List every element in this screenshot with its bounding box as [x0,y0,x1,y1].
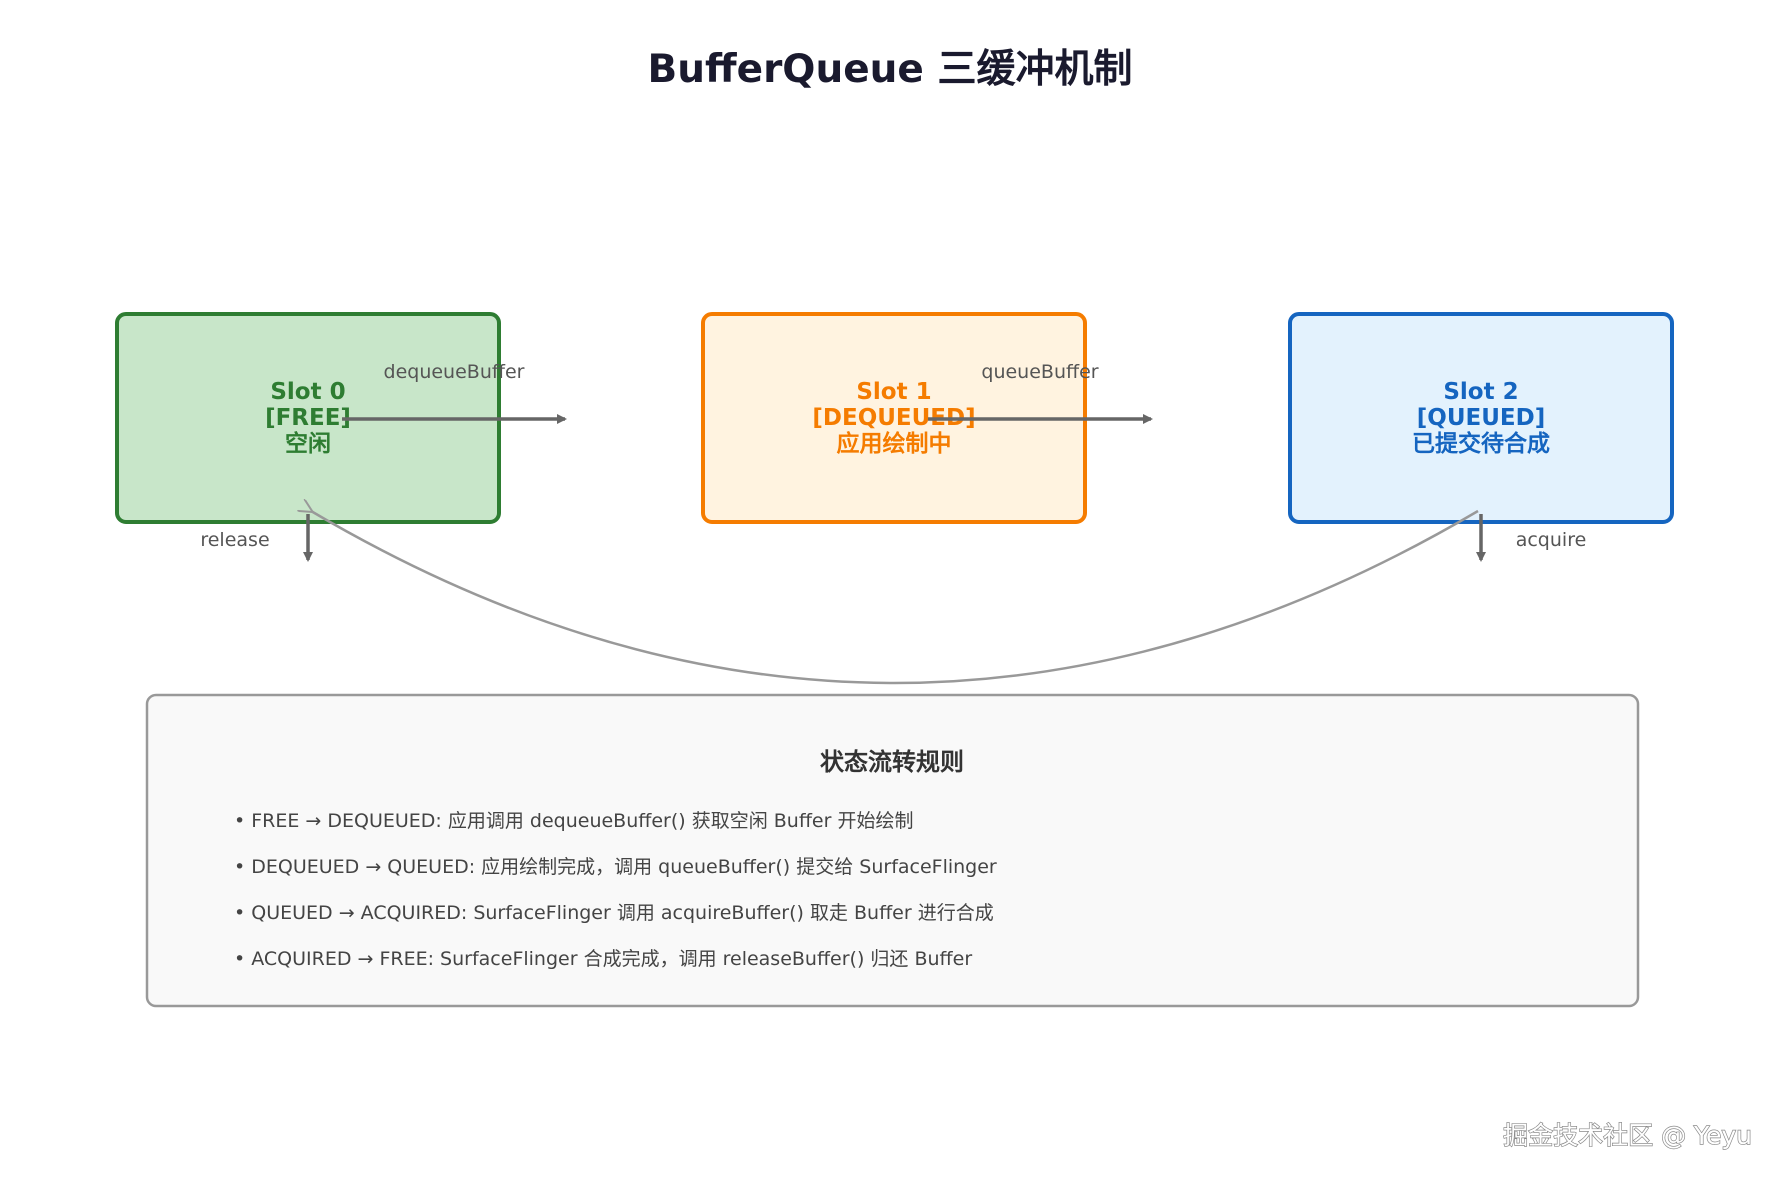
rules-title: 状态流转规则 [820,748,964,776]
acquire-label: acquire [1516,529,1587,551]
slot-1-desc: 应用绘制中 [837,430,952,457]
slot-0-name: Slot 0 [270,379,345,405]
slot-2-box: Slot 2 [QUEUED] 已提交待合成 [1288,312,1674,524]
release-label: release [200,529,269,551]
rule-item: • ACQUIRED → FREE: SurfaceFlinger 合成完成，调… [234,948,972,970]
slot-2-state: [QUEUED] [1417,405,1545,431]
rule-item: • DEQUEUED → QUEUED: 应用绘制完成，调用 queueBuff… [234,856,997,878]
slot-2-desc: 已提交待合成 [1412,430,1550,457]
queue-label: queueBuffer [981,361,1098,383]
rule-item: • QUEUED → ACQUIRED: SurfaceFlinger 调用 a… [234,902,994,924]
slot-2-name: Slot 2 [1443,379,1518,405]
slot-0-desc: 空闲 [285,430,331,457]
rule-item: • FREE → DEQUEUED: 应用调用 dequeueBuffer() … [234,810,913,832]
dequeue-label: dequeueBuffer [384,361,525,383]
slot-0-state: [FREE] [265,405,351,431]
slot-1-box: Slot 1 [DEQUEUED] 应用绘制中 [701,312,1087,524]
return-curve-arrow [311,511,1479,685]
diagram-title: BufferQueue 三缓冲机制 [648,47,1133,92]
rules-panel: 状态流转规则 • FREE → DEQUEUED: 应用调用 dequeueBu… [145,693,1640,1008]
watermark: 掘金技术社区 @ Yeyu [1503,1121,1752,1150]
slot-1-name: Slot 1 [856,379,931,405]
